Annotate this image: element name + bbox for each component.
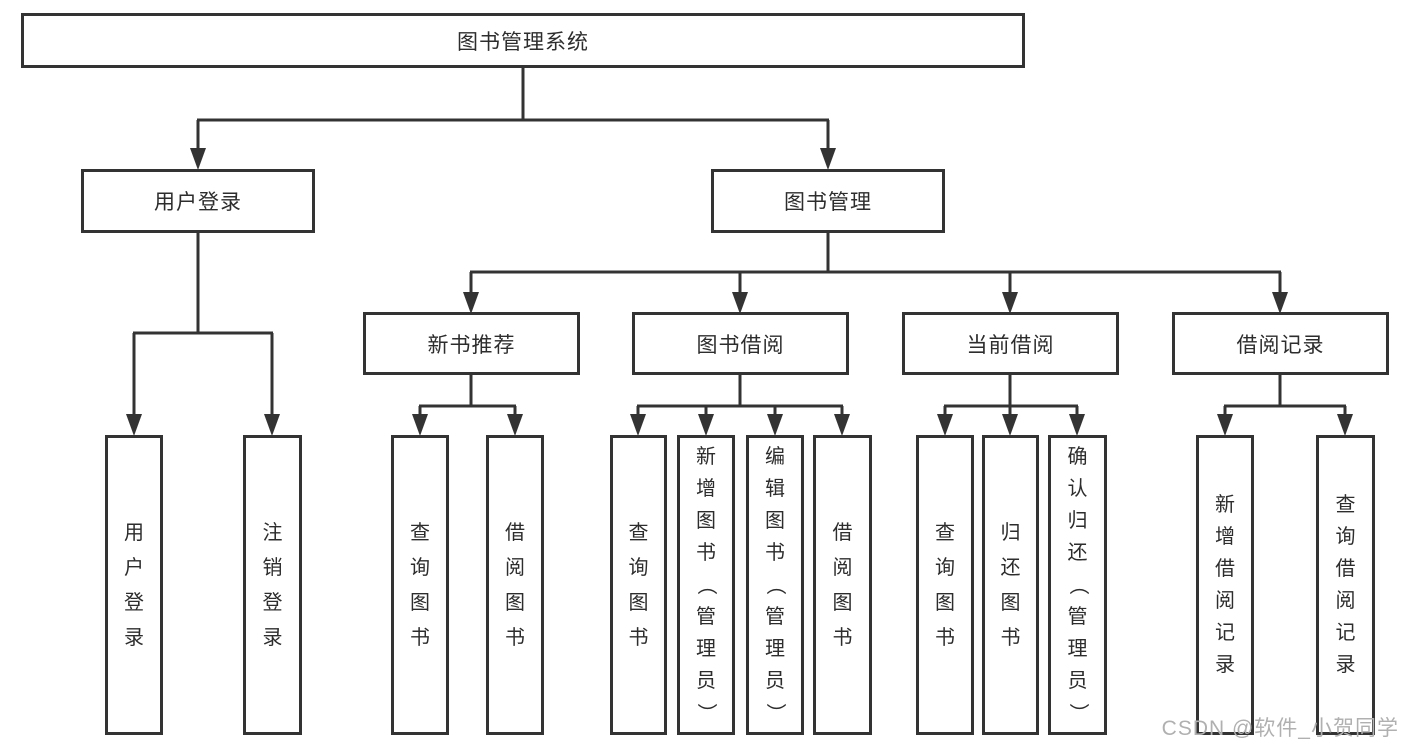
leaf-newbook-query-books: 查询图书	[391, 435, 449, 735]
node-new-book-recommend: 新书推荐	[363, 312, 580, 375]
node-book-borrow: 图书借阅	[632, 312, 849, 375]
leaf-borrow-edit-books-admin: 编辑图书（管理员）	[746, 435, 804, 735]
leaf-newbook-borrow-books: 借阅图书	[486, 435, 544, 735]
node-book-management: 图书管理	[711, 169, 945, 233]
node-root-system: 图书管理系统	[21, 13, 1025, 68]
leaf-current-return-books: 归还图书	[982, 435, 1039, 735]
csdn-watermark: CSDN @软件_小贺同学	[1161, 717, 1399, 740]
leaf-current-confirm-return-admin: 确认归还（管理员）	[1048, 435, 1107, 735]
leaf-user-login: 用户登录	[105, 435, 163, 735]
leaf-borrow-add-books-admin: 新增图书（管理员）	[677, 435, 735, 735]
leaf-logout: 注销登录	[243, 435, 302, 735]
leaf-borrow-query-books: 查询图书	[610, 435, 667, 735]
node-current-borrow: 当前借阅	[902, 312, 1119, 375]
leaf-records-add-record: 新增借阅记录	[1196, 435, 1254, 735]
node-borrow-records: 借阅记录	[1172, 312, 1389, 375]
leaf-borrow-borrow-books: 借阅图书	[813, 435, 872, 735]
node-user-login: 用户登录	[81, 169, 315, 233]
leaf-records-query-record: 查询借阅记录	[1316, 435, 1375, 735]
leaf-current-query-books: 查询图书	[916, 435, 974, 735]
